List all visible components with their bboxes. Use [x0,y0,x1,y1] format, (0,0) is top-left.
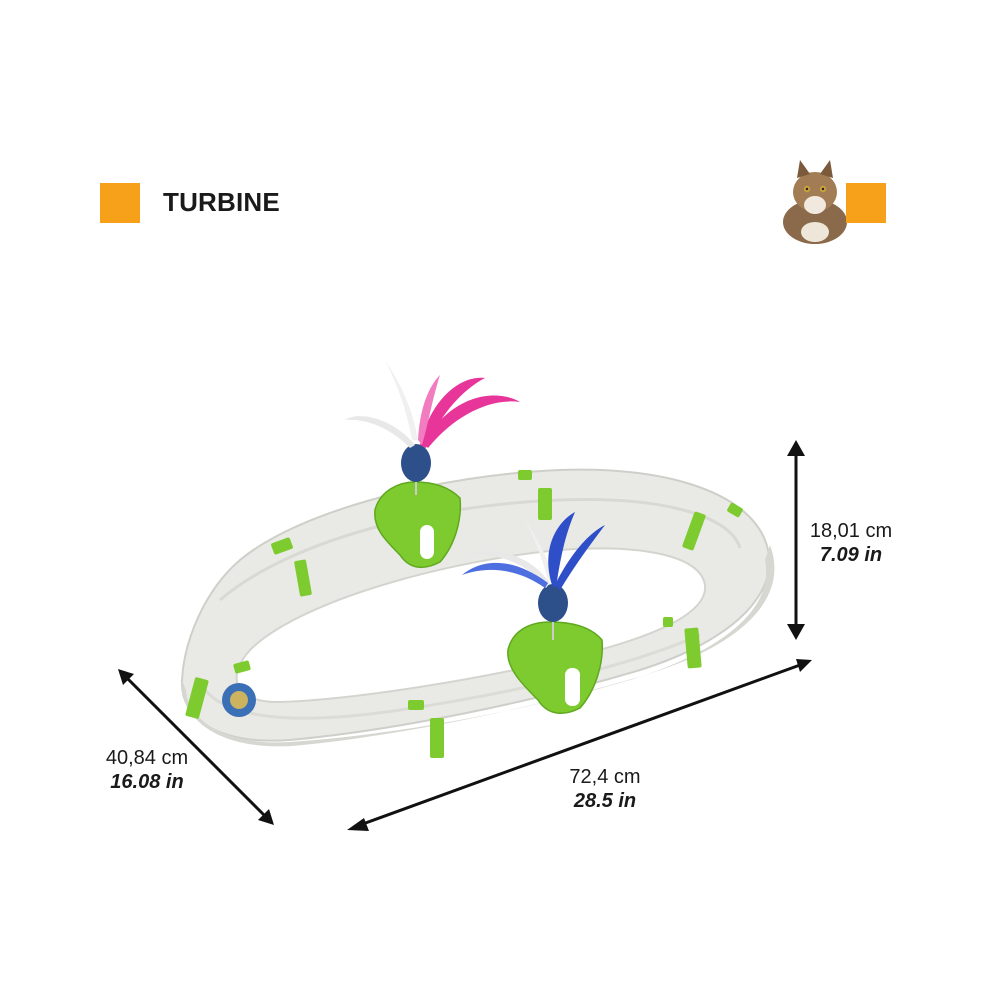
pink-feather-turbine [345,360,520,569]
height-cm: 18,01 cm [809,520,893,542]
blue-feather-turbine [462,512,605,714]
height-dimension-label: 18,01 cm 7.09 in [796,519,906,567]
width-in: 28.5 in [573,790,637,812]
depth-in: 16.08 in [110,771,184,793]
height-in: 7.09 in [819,544,883,566]
width-dimension-label: 72,4 cm 28.5 in [550,765,660,813]
product-title: TURBINE [163,187,280,217]
cat-photo-icon [783,160,847,244]
depth-cm: 40,84 cm [105,747,189,769]
depth-dimension-label: 40,84 cm 16.08 in [92,746,202,794]
track-clips [185,470,743,758]
cat-track-toy [180,360,775,758]
orange-square-icon [100,183,140,223]
dimension-arrows [118,440,812,831]
orange-square-icon [846,183,886,223]
width-cm: 72,4 cm [569,766,641,788]
